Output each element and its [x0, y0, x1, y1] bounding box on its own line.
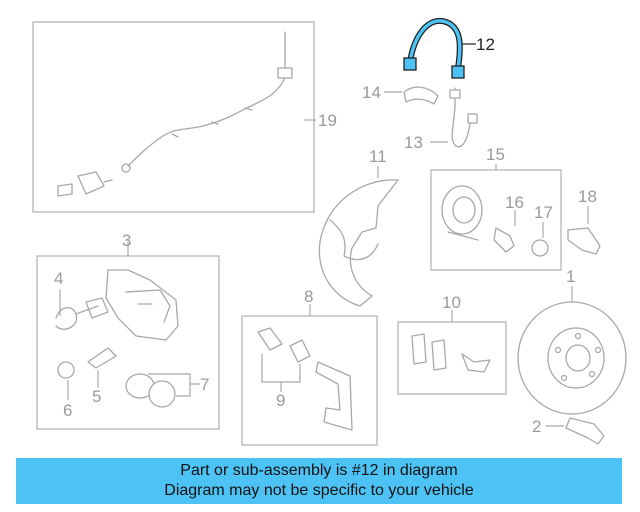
- callout-3: 3: [122, 231, 131, 250]
- banner-line-2: Diagram may not be specific to your vehi…: [164, 482, 474, 499]
- part-2-bolt: 2: [532, 417, 605, 445]
- callout-11: 11: [369, 147, 387, 166]
- part-18-group: 18: [567, 187, 601, 255]
- callout-2: 2: [532, 417, 541, 436]
- callout-9: 9: [276, 391, 285, 410]
- callout-8: 8: [304, 287, 313, 306]
- callout-4: 4: [54, 269, 63, 288]
- part-1-rotor: 1: [517, 267, 627, 415]
- callout-1: 1: [566, 267, 575, 286]
- callout-19: 19: [318, 111, 337, 130]
- part-13-group: 13: [404, 87, 478, 152]
- callout-7: 7: [200, 375, 209, 394]
- callout-15: 15: [486, 145, 505, 164]
- callout-12: 12: [476, 35, 495, 54]
- callout-18: 18: [578, 187, 597, 206]
- part-14-group: 14: [362, 83, 439, 105]
- part-19-group: 19: [32, 21, 337, 213]
- callout-17: 17: [534, 203, 553, 222]
- part-8-group: 8 9: [241, 287, 378, 446]
- callout-5: 5: [92, 387, 101, 406]
- banner-line-1: Part or sub-assembly is #12 in diagram: [180, 462, 458, 479]
- callout-16: 16: [505, 193, 524, 212]
- part-3-group: 3 4 5 6 7: [36, 231, 220, 430]
- parts-diagram: 19 12 14 13 11 15: [32, 17, 627, 446]
- callout-10: 10: [442, 293, 461, 312]
- info-banner: Part or sub-assembly is #12 in diagram D…: [16, 458, 622, 504]
- callout-6: 6: [63, 401, 72, 420]
- part-12-brake-hose: 12: [403, 17, 495, 79]
- part-11-group: 11: [318, 147, 399, 307]
- part-15-group: 15 16 17: [430, 145, 562, 271]
- callout-13: 13: [404, 133, 423, 152]
- callout-14: 14: [362, 83, 381, 102]
- part-10-group: 10: [397, 293, 507, 395]
